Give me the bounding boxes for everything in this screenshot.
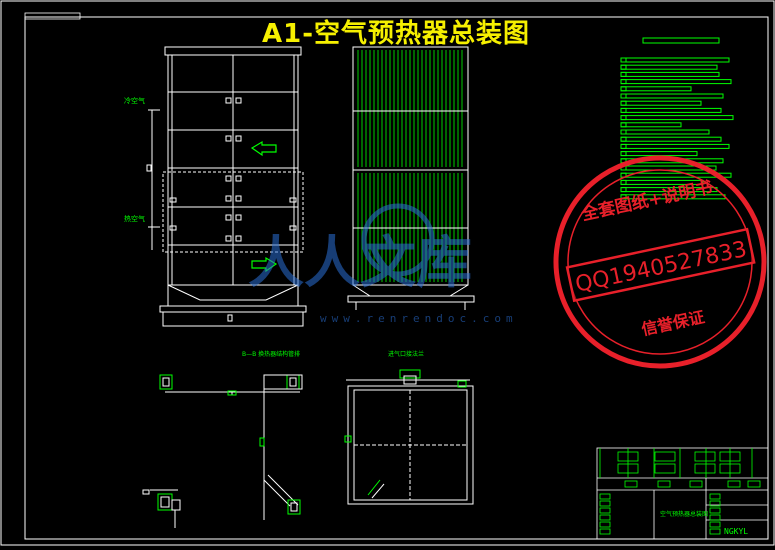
parts-list-index bbox=[620, 100, 627, 106]
title-block-cell bbox=[599, 493, 611, 500]
drawing-title: A1-空气预热器总装图 bbox=[262, 19, 531, 49]
red-stamp: 全套图纸+说明书 QQ1940527833 信誉保证 bbox=[553, 155, 767, 369]
parts-list-index bbox=[620, 194, 627, 200]
title-block-cell bbox=[709, 514, 721, 521]
flow-arrows bbox=[250, 140, 278, 273]
parts-list-row bbox=[620, 86, 692, 92]
parts-list-row bbox=[620, 57, 730, 63]
title-block-cell bbox=[617, 451, 639, 462]
parts-list-index bbox=[620, 187, 627, 193]
parts-list-row bbox=[620, 64, 718, 70]
parts-list-index bbox=[620, 71, 627, 77]
title-block-cell bbox=[599, 528, 611, 535]
parts-list-index bbox=[620, 64, 627, 70]
parts-list-index bbox=[620, 79, 627, 85]
parts-list-index bbox=[620, 122, 627, 128]
title-block-cell bbox=[599, 500, 611, 507]
title-block-cell bbox=[599, 514, 611, 521]
parts-list-row bbox=[620, 107, 722, 113]
parts-list-index bbox=[620, 179, 627, 185]
parts-list-row bbox=[620, 136, 722, 142]
title-block bbox=[596, 447, 769, 540]
parts-list-row bbox=[620, 143, 730, 149]
title-block-cell bbox=[727, 480, 741, 488]
parts-list-row bbox=[620, 100, 702, 106]
watermark-url: www.renrendoc.com bbox=[320, 312, 518, 325]
watermark: 人人文库 www.renrendoc.com bbox=[248, 203, 518, 325]
parts-list-index bbox=[620, 129, 627, 135]
title-block-cell bbox=[694, 463, 716, 474]
parts-list-index bbox=[620, 57, 627, 63]
parts-list-header bbox=[642, 37, 720, 44]
parts-list-index bbox=[620, 86, 627, 92]
parts-list-index bbox=[620, 107, 627, 113]
watermark-brand: 人人文库 bbox=[248, 231, 472, 296]
title-block-cell bbox=[709, 507, 721, 514]
parts-list-index bbox=[620, 93, 627, 99]
title-block-code: NGKYL bbox=[724, 527, 748, 536]
cold-air-arrow-icon bbox=[251, 256, 278, 273]
parts-list-row bbox=[620, 151, 698, 157]
title-block-cell bbox=[599, 507, 611, 514]
section-b-b-view bbox=[142, 374, 303, 528]
parts-list-row bbox=[620, 71, 720, 77]
tube-bank bbox=[357, 50, 463, 282]
title-block-name: 空气预热器总装图 bbox=[660, 510, 708, 518]
parts-list-index bbox=[620, 136, 627, 142]
parts-list-row bbox=[620, 93, 724, 99]
title-block-cell bbox=[694, 451, 716, 462]
parts-list-row bbox=[620, 115, 734, 121]
section-b-label: B—B 换热器结构管排 bbox=[242, 350, 300, 358]
parts-list-index bbox=[620, 115, 627, 121]
title-block-cell bbox=[709, 500, 721, 507]
corner-tab bbox=[24, 12, 81, 20]
flange-view bbox=[344, 369, 474, 505]
parts-list-row bbox=[620, 79, 732, 85]
hot-air-label: 热空气 bbox=[124, 214, 145, 223]
title-block-cell bbox=[599, 521, 611, 528]
section-top-label: 进气口接法兰 bbox=[388, 350, 424, 358]
title-block-cell bbox=[624, 480, 638, 488]
title-block-cell bbox=[654, 463, 676, 474]
title-block-cell bbox=[709, 521, 721, 528]
side-view-rails bbox=[353, 110, 468, 229]
title-block-cell bbox=[617, 463, 639, 474]
parts-list-index bbox=[620, 143, 627, 149]
parts-list-row bbox=[620, 129, 710, 135]
title-block-cells bbox=[599, 448, 761, 535]
title-block-cell bbox=[719, 451, 741, 462]
inner-border bbox=[24, 16, 769, 540]
title-block-cell bbox=[654, 451, 676, 462]
parts-list-index bbox=[620, 151, 627, 157]
title-block-cell bbox=[709, 493, 721, 500]
front-view bbox=[146, 46, 307, 327]
title-block-cell bbox=[719, 463, 741, 474]
title-block-cell bbox=[689, 480, 703, 488]
parts-list-row bbox=[620, 122, 682, 128]
cold-air-label: 冷空气 bbox=[124, 96, 145, 105]
hot-air-arrow-icon bbox=[250, 140, 277, 157]
stamp-bottom-text: 信誉保证 bbox=[640, 307, 707, 339]
watermark-logo-icon bbox=[361, 203, 435, 277]
title-block-cell bbox=[709, 528, 721, 535]
parts-list bbox=[620, 37, 734, 200]
title-block-cell bbox=[657, 480, 671, 488]
title-block-cell bbox=[747, 480, 761, 488]
